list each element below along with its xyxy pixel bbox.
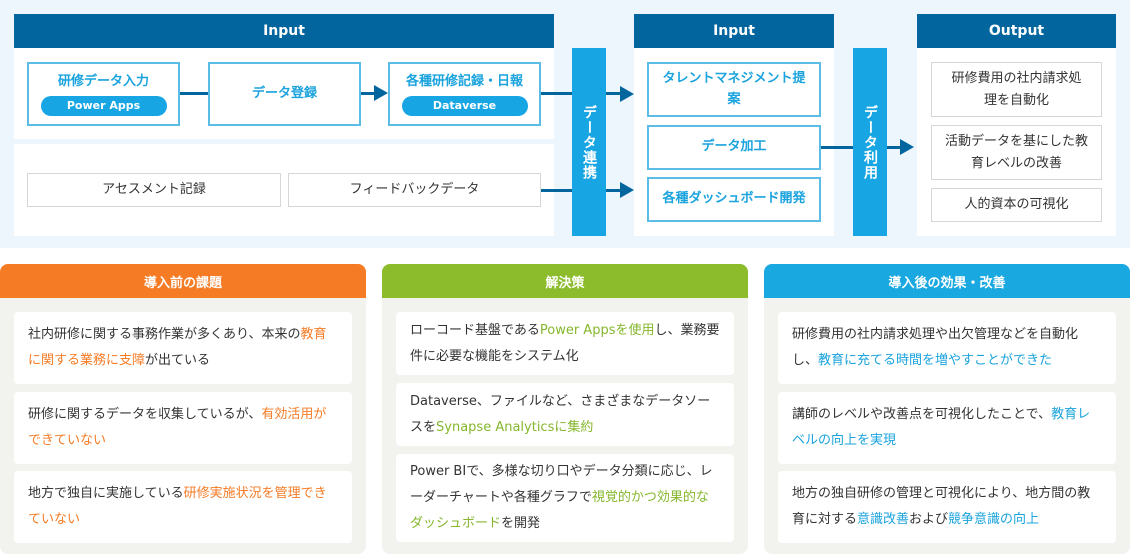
card-text: 地方の独自研修の管理と可視化により、地方間の教育に対する意識改善および競争意識の… [792, 481, 1102, 533]
body-text: 講師のレベルや改善点を可視化したことで、 [792, 407, 1052, 422]
data-utilization-bar: データ利用 [853, 48, 887, 236]
body-text: Power BIで、多様な切り口やデータ分類に応じ、レーダーチャートや各種グラフ… [410, 464, 713, 505]
highlight-text: 意識改善 [857, 512, 910, 527]
connector-line [180, 92, 208, 95]
data-registration-label: データ登録 [251, 85, 317, 101]
training-data-input-label: 研修データ入力 [57, 74, 149, 90]
highlight-text: Power Appsを使用 [539, 322, 655, 338]
highlight-text: 有効活用ができていない [28, 407, 327, 448]
input-header-1: Input [14, 14, 554, 48]
body-text: 社内研修に関する事務作業が多くあり、本来の [28, 327, 301, 342]
body-text: 研修に関するデータを収集しているが、 [28, 407, 262, 422]
card-text: 講師のレベルや改善点を可視化したことで、教育レベルの向上を実現 [792, 402, 1102, 454]
challenge-card: 研修に関するデータを収集しているが、有効活用ができていない [14, 392, 352, 464]
arrow-right-icon [374, 85, 388, 101]
talent-management-box: タレントマネジメント提案 [647, 62, 821, 117]
highlight-text: 教育レベルの向上を実現 [792, 407, 1091, 448]
highlight-text: 教育に関する業務に支障 [28, 327, 327, 368]
body-text: が出ている [145, 353, 211, 368]
solution-card: Power BIで、多様な切り口やデータ分類に応じ、レーダーチャートや各種グラフ… [396, 454, 734, 542]
results-header: 導入後の効果・改善 [764, 264, 1130, 298]
card-text: 社内研修に関する事務作業が多くあり、本来の教育に関する業務に支障が出ている [28, 322, 338, 374]
output-item: 活動データを基にした教育レベルの改善 [931, 125, 1102, 180]
body-text: 地方で独自に実施している [28, 486, 184, 501]
training-records-box: 各種研修記録・日報 Dataverse [388, 62, 541, 126]
body-text: ローコード基盤である [410, 322, 540, 338]
connector-line [361, 92, 375, 95]
card-text: Power BIで、多様な切り口やデータ分類に応じ、レーダーチャートや各種グラフ… [410, 459, 720, 537]
highlight-text: 視覚的かつ効果的なダッシュボード [410, 490, 709, 531]
highlight-text: 競争意識の向上 [948, 512, 1040, 527]
output-header: Output [917, 14, 1116, 48]
output-item: 人的資本の可視化 [931, 188, 1102, 222]
solutions-header: 解決策 [382, 264, 748, 298]
training-data-input-box: 研修データ入力 Power Apps [27, 62, 180, 126]
result-card: 地方の独自研修の管理と可視化により、地方間の教育に対する意識改善および競争意識の… [778, 471, 1116, 543]
highlight-text: Synapse Analyticsに集約 [436, 419, 594, 435]
challenge-card: 社内研修に関する事務作業が多くあり、本来の教育に関する業務に支障が出ている [14, 312, 352, 384]
feedback-data-box: フィードバックデータ [288, 173, 541, 207]
results-column: 導入後の効果・改善 研修費用の社内請求処理や出欠管理などを自動化し、教育に充てる… [764, 264, 1130, 554]
solution-card: Dataverse、ファイルなど、さまざまなデータソースをSynapse Ana… [396, 383, 734, 446]
challenges-header: 導入前の課題 [0, 264, 366, 298]
card-text: Dataverse、ファイルなど、さまざまなデータソースをSynapse Ana… [410, 389, 720, 441]
data-processing-box: データ加工 [647, 125, 821, 170]
body-text: および [909, 512, 949, 527]
solutions-column: 解決策 ローコード基盤であるPower Appsを使用し、業務要件に必要な機能を… [382, 264, 748, 554]
data-registration-box: データ登録 [208, 62, 361, 126]
output-item: 研修費用の社内請求処理を自動化 [931, 62, 1102, 117]
arrow-right-icon [900, 139, 914, 155]
result-card: 研修費用の社内請求処理や出欠管理などを自動化し、教育に充てる時間を増やすことがで… [778, 312, 1116, 384]
arrow-right-icon [620, 182, 634, 198]
body-text: Dataverse、ファイルなど、さまざまなデータソースを [410, 393, 711, 435]
body-text: 地方の独自研修の管理と可視化により、地方間の教育に対する [792, 486, 1091, 527]
body-text: 研修費用の社内請求処理や出欠管理などを自動化し、 [792, 327, 1079, 368]
training-records-label: 各種研修記録・日報 [405, 74, 523, 90]
dataverse-pill: Dataverse [401, 95, 528, 116]
assessment-record-box: アセスメント記録 [27, 173, 281, 207]
highlight-text: 教育に充てる時間を増やすことができた [818, 353, 1053, 368]
card-text: 地方で独自に実施している研修実施状況を管理できていない [28, 481, 338, 533]
solution-card: ローコード基盤であるPower Appsを使用し、業務要件に必要な機能をシステム… [396, 312, 734, 375]
data-integration-bar: データ連携 [572, 48, 606, 236]
card-text: 研修費用の社内請求処理や出欠管理などを自動化し、教育に充てる時間を増やすことがで… [792, 322, 1102, 374]
input-header-2: Input [634, 14, 834, 48]
result-card: 講師のレベルや改善点を可視化したことで、教育レベルの向上を実現 [778, 392, 1116, 464]
dashboard-development-box: 各種ダッシュボード開発 [647, 177, 821, 222]
arrow-right-icon [620, 86, 634, 102]
data-utilization-label: データ利用 [862, 104, 878, 180]
body-text: を開発 [501, 516, 541, 531]
card-text: ローコード基盤であるPower Appsを使用し、業務要件に必要な機能をシステム… [410, 318, 720, 370]
challenges-column: 導入前の課題 社内研修に関する事務作業が多くあり、本来の教育に関する業務に支障が… [0, 264, 366, 554]
body-text: し、業務要件に必要な機能をシステム化 [410, 322, 720, 364]
architecture-diagram: Input 研修データ入力 Power Apps データ登録 各種研修記録・日報… [0, 0, 1130, 248]
card-text: 研修に関するデータを収集しているが、有効活用ができていない [28, 402, 338, 454]
power-apps-pill: Power Apps [40, 95, 167, 116]
challenge-card: 地方で独自に実施している研修実施状況を管理できていない [14, 471, 352, 543]
highlight-text: 研修実施状況を管理できていない [28, 486, 327, 527]
data-integration-label: データ連携 [581, 104, 597, 180]
